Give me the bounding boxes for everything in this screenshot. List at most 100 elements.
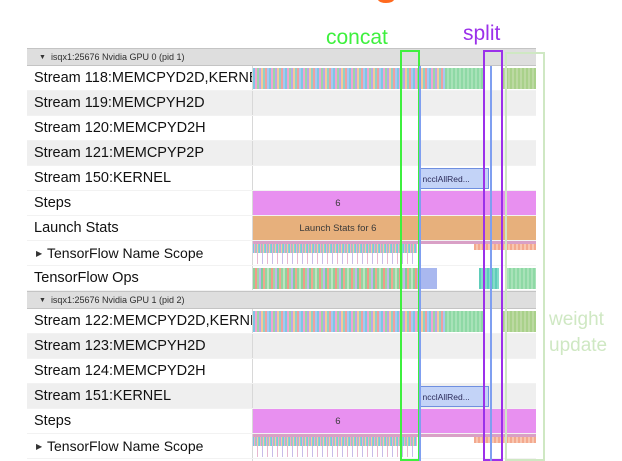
track-row[interactable]: TensorFlow Ops xyxy=(27,459,536,461)
nccl-bar-label: ncclAllRed... xyxy=(422,392,470,402)
track-lane[interactable] xyxy=(252,91,536,115)
track-row[interactable]: Stream 121:MEMCPYP2P xyxy=(27,141,536,166)
expand-triangle-icon[interactable]: ▶ xyxy=(36,442,43,451)
track-label: Steps xyxy=(27,195,252,211)
nccl-allreduce-bar[interactable]: ncclAllRed... xyxy=(418,168,490,189)
track-label-text: TensorFlow Name Scope xyxy=(47,438,204,454)
clipped-orange-marker xyxy=(378,0,394,3)
track-lane[interactable] xyxy=(252,459,536,461)
scope-top-band-right xyxy=(417,434,536,437)
track-label-text: Steps xyxy=(34,195,72,211)
track-row[interactable]: Stream 123:MEMCPYH2D xyxy=(27,334,536,359)
track-label-text: Stream 121:MEMCPYP2P xyxy=(34,145,205,161)
nccl-allreduce-bar[interactable]: ncclAllRed... xyxy=(418,386,490,407)
annotation-weight-line2: update xyxy=(549,335,608,356)
track-row[interactable]: Stream 122:MEMCPYD2D,KERNEL,MI xyxy=(27,309,536,334)
track-label-text: Launch Stats xyxy=(34,220,119,236)
group-header-label: isqx1:25676 Nvidia GPU 0 (pid 1) xyxy=(50,52,185,62)
track-label: Launch Stats xyxy=(27,220,252,236)
track-label: Stream 119:MEMCPYH2D xyxy=(27,95,252,111)
track-lane[interactable]: 6 xyxy=(252,191,536,215)
track-lane[interactable]: ncclAllRed... xyxy=(252,384,536,408)
track-row[interactable]: Stream 151:KERNEL ncclAllRed... xyxy=(27,384,536,409)
track-lane[interactable] xyxy=(252,141,536,165)
track-label-text: Stream 119:MEMCPYH2D xyxy=(34,95,205,111)
track-row[interactable]: Steps 6 xyxy=(27,191,536,216)
activity-block xyxy=(253,311,446,332)
track-lane[interactable] xyxy=(252,66,536,90)
annotation-split: split xyxy=(463,22,501,45)
annotation-weight-update: weight update xyxy=(549,307,607,359)
track-label: Stream 151:KERNEL xyxy=(27,388,252,404)
track-lane[interactable]: ncclAllRed... xyxy=(252,166,536,190)
annotation-weight-line1: weight xyxy=(549,309,604,330)
trace-viewer-panel[interactable]: ▼ isqx1:25676 Nvidia GPU 0 (pid 1) Stream … xyxy=(27,48,536,461)
annotation-concat: concat xyxy=(326,26,388,49)
scope-right-band xyxy=(473,437,536,443)
scope-top-band xyxy=(253,241,536,244)
steps-bar-label: 6 xyxy=(335,416,341,427)
scope-right-band xyxy=(473,244,536,250)
track-row[interactable]: Launch Stats Launch Stats for 6 xyxy=(27,216,536,241)
track-label: TensorFlow Ops xyxy=(27,270,252,286)
track-label: Stream 122:MEMCPYD2D,KERNEL,MI xyxy=(27,313,252,329)
track-row[interactable]: Stream 119:MEMCPYH2D xyxy=(27,91,536,116)
scope-top-band xyxy=(253,434,536,437)
group-header[interactable]: ▼ isqx1:25676 Nvidia GPU 1 (pid 2) xyxy=(27,291,536,309)
activity-block xyxy=(253,268,418,289)
activity-block xyxy=(445,68,486,89)
track-row[interactable]: TensorFlow Ops xyxy=(27,266,536,291)
track-label-text: Stream 151:KERNEL xyxy=(34,388,172,404)
activity-block xyxy=(253,68,446,89)
activity-block xyxy=(253,437,418,446)
track-row[interactable]: ▶ TensorFlow Name Scope xyxy=(27,434,536,459)
collapse-triangle-icon[interactable]: ▼ xyxy=(39,296,46,304)
track-label: Stream 123:MEMCPYH2D xyxy=(27,338,252,354)
track-label: Stream 118:MEMCPYD2D,KERNEL,ME xyxy=(27,70,252,86)
track-lane[interactable]: 6 xyxy=(252,409,536,433)
track-lane[interactable] xyxy=(252,266,536,290)
track-row[interactable]: ▶TensorFlow Name Scope xyxy=(27,241,536,266)
track-row[interactable]: Steps 6 xyxy=(27,409,536,434)
group-header-label: isqx1:25676 Nvidia GPU 1 (pid 2) xyxy=(50,295,185,305)
track-label-text: TensorFlow Ops xyxy=(34,270,139,286)
track-label-text: Stream 150:KERNEL xyxy=(34,170,172,186)
activity-block xyxy=(253,244,418,253)
steps-bar[interactable]: 6 xyxy=(253,191,536,215)
track-label-text: Stream 122:MEMCPYD2D,KERNEL,MI xyxy=(34,313,252,329)
track-label: Stream 124:MEMCPYD2H xyxy=(27,363,252,379)
scope-top-band-right xyxy=(417,241,536,244)
steps-bar-label: 6 xyxy=(335,198,341,209)
track-row[interactable]: Stream 120:MEMCPYD2H xyxy=(27,116,536,141)
group-header[interactable]: ▼ isqx1:25676 Nvidia GPU 0 (pid 1) xyxy=(27,48,536,66)
expand-triangle-icon[interactable]: ▶ xyxy=(36,249,43,258)
track-lane[interactable] xyxy=(252,434,536,458)
track-row[interactable]: Stream 150:KERNEL ncclAllRed... xyxy=(27,166,536,191)
nccl-bar-label: ncclAllRed... xyxy=(422,174,470,184)
track-label-text: Stream 120:MEMCPYD2H xyxy=(34,120,206,136)
activity-block xyxy=(417,268,437,289)
activity-block xyxy=(504,268,536,289)
track-label-text: Steps xyxy=(34,413,72,429)
track-label: ▶TensorFlow Name Scope xyxy=(27,245,252,261)
track-label-text: Stream 123:MEMCPYH2D xyxy=(34,338,206,354)
activity-block xyxy=(479,268,500,289)
launch-stats-bar-label: Launch Stats for 6 xyxy=(299,223,377,234)
track-lane[interactable] xyxy=(252,241,536,265)
track-label-text: Stream 118:MEMCPYD2D,KERNEL,ME xyxy=(34,70,252,86)
track-label: Stream 120:MEMCPYD2H xyxy=(27,120,252,136)
track-lane[interactable]: Launch Stats for 6 xyxy=(252,216,536,240)
track-label: ▶ TensorFlow Name Scope xyxy=(27,438,252,454)
track-lane[interactable] xyxy=(252,116,536,140)
track-label: Stream 121:MEMCPYP2P xyxy=(27,145,252,161)
track-lane[interactable] xyxy=(252,309,536,333)
launch-stats-bar[interactable]: Launch Stats for 6 xyxy=(253,216,536,240)
track-lane[interactable] xyxy=(252,334,536,358)
track-lane[interactable] xyxy=(252,359,536,383)
track-row[interactable]: Stream 124:MEMCPYD2H xyxy=(27,359,536,384)
activity-block xyxy=(502,311,536,332)
activity-block xyxy=(502,68,536,89)
steps-bar[interactable]: 6 xyxy=(253,409,536,433)
collapse-triangle-icon[interactable]: ▼ xyxy=(39,53,46,61)
track-row[interactable]: Stream 118:MEMCPYD2D,KERNEL,ME xyxy=(27,66,536,91)
